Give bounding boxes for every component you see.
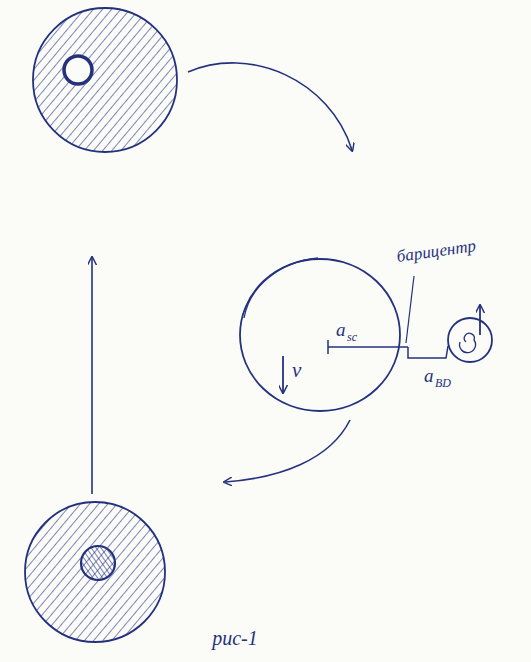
disk-outline (33, 8, 177, 152)
velocity-arrow (282, 356, 284, 392)
eclipse-phase-bottom (25, 502, 165, 642)
hatched-disk (25, 502, 165, 642)
eclipse-phase-top (33, 8, 177, 152)
distance-symbol: a (336, 320, 346, 339)
velocity-label: v (292, 360, 301, 381)
barycenter-leader (406, 276, 414, 343)
star-system (240, 258, 492, 411)
distance-subscript: sc (347, 331, 357, 343)
barycenter-label: барицентр (396, 237, 477, 265)
hatched-disk (33, 8, 177, 152)
star-outline (240, 259, 400, 411)
abd-dimension (408, 346, 448, 358)
cycle-arrow (188, 63, 352, 150)
dwarf-velocity-arrow (479, 306, 481, 335)
inner-circle (64, 56, 92, 84)
inner-circle (81, 546, 115, 580)
cycle-arrow (91, 258, 93, 494)
cycle-arrow (225, 420, 350, 482)
star-outline-stroke (244, 258, 318, 318)
dimension-tick (327, 340, 329, 354)
distance-subscript: BD (435, 377, 451, 389)
distance-symbol: a (424, 366, 434, 385)
figure-caption: рис-1 (212, 628, 258, 648)
asc-dimension (328, 346, 408, 348)
dwarf-core (460, 333, 476, 352)
brown-dwarf (448, 318, 492, 362)
